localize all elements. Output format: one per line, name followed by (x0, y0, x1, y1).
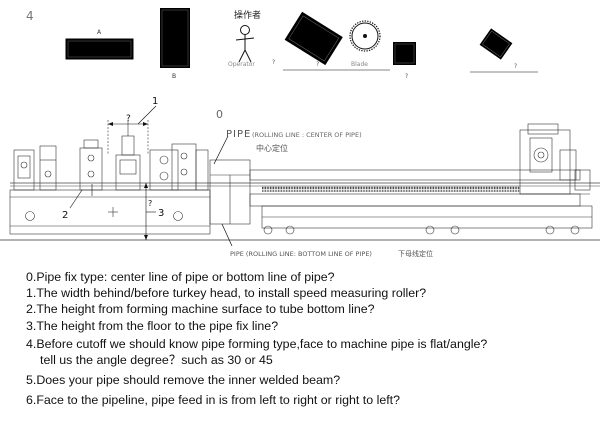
technical-drawing: 4 A B 操作者 Operator ? ? Blade (0, 8, 600, 258)
machine-diagram (0, 105, 600, 247)
dimension-question-side: ? (148, 199, 152, 208)
callout-1: 1 (152, 96, 158, 107)
operator-cn-label: 操作者 (234, 9, 261, 21)
label-b: B (172, 73, 176, 80)
angled-pipe (284, 11, 343, 66)
blade-label: Blade (351, 61, 368, 68)
dimension-question-top: ? (126, 114, 131, 124)
saw-blade (349, 20, 381, 52)
question-1: 1.The width behind/before turkey head, t… (26, 285, 427, 300)
pipe-word-top: PIPE (226, 129, 251, 140)
pipe-rolling-bottom-label: PIPE (ROLLING LINE: BOTTOM LINE OF PIPE) (230, 250, 372, 258)
question-5: 5.Does your pipe should remove the inner… (26, 373, 341, 387)
turkey-head (115, 120, 141, 191)
vertical-pipe-b (160, 8, 190, 68)
question-4-continued: tell us the angle degree？such as 30 or 4… (40, 352, 273, 367)
callout-3: 3 (158, 208, 164, 219)
center-positioning-cn: 中心定位 (256, 143, 288, 153)
angled-square-pipe (479, 28, 513, 60)
square-pipe (393, 42, 416, 65)
operator-figure (235, 25, 255, 63)
question-4: 4.Before cutoff we should know pipe form… (26, 337, 488, 351)
section-number: 4 (26, 9, 34, 23)
top-orientation-diagram: 4 A B 操作者 Operator ? ? Blade (26, 8, 538, 80)
callout-2: 2 (62, 210, 68, 221)
forming-stands (13, 139, 209, 191)
question-mark-3: ? (405, 73, 408, 80)
operator-label: Operator (228, 61, 255, 68)
cutoff-machine (209, 159, 593, 235)
rack-hatching (262, 186, 520, 192)
right-headstock (519, 123, 591, 195)
question-6: 6.Face to the pipeline, pipe feed in is … (26, 392, 400, 407)
callout-0: 0 (216, 108, 223, 121)
question-list: 0.Pipe fix type: center line of pipe or … (26, 266, 598, 408)
question-0: 0.Pipe fix type: center line of pipe or … (26, 270, 335, 284)
question-mark-4: ? (514, 63, 517, 70)
question-mark-1: ? (272, 59, 275, 66)
rolling-line-center-label: (ROLLING LINE : CENTER OF PIPE) (252, 131, 362, 139)
flat-pipe-a (65, 38, 134, 60)
question-3: 3.The height from the floor to the pipe … (26, 318, 279, 333)
question-2: 2.The height from forming machine surfac… (26, 302, 375, 316)
label-a: A (97, 29, 102, 36)
bottom-positioning-cn: 下母线定位 (398, 249, 433, 258)
question-mark-2: ? (316, 61, 319, 68)
